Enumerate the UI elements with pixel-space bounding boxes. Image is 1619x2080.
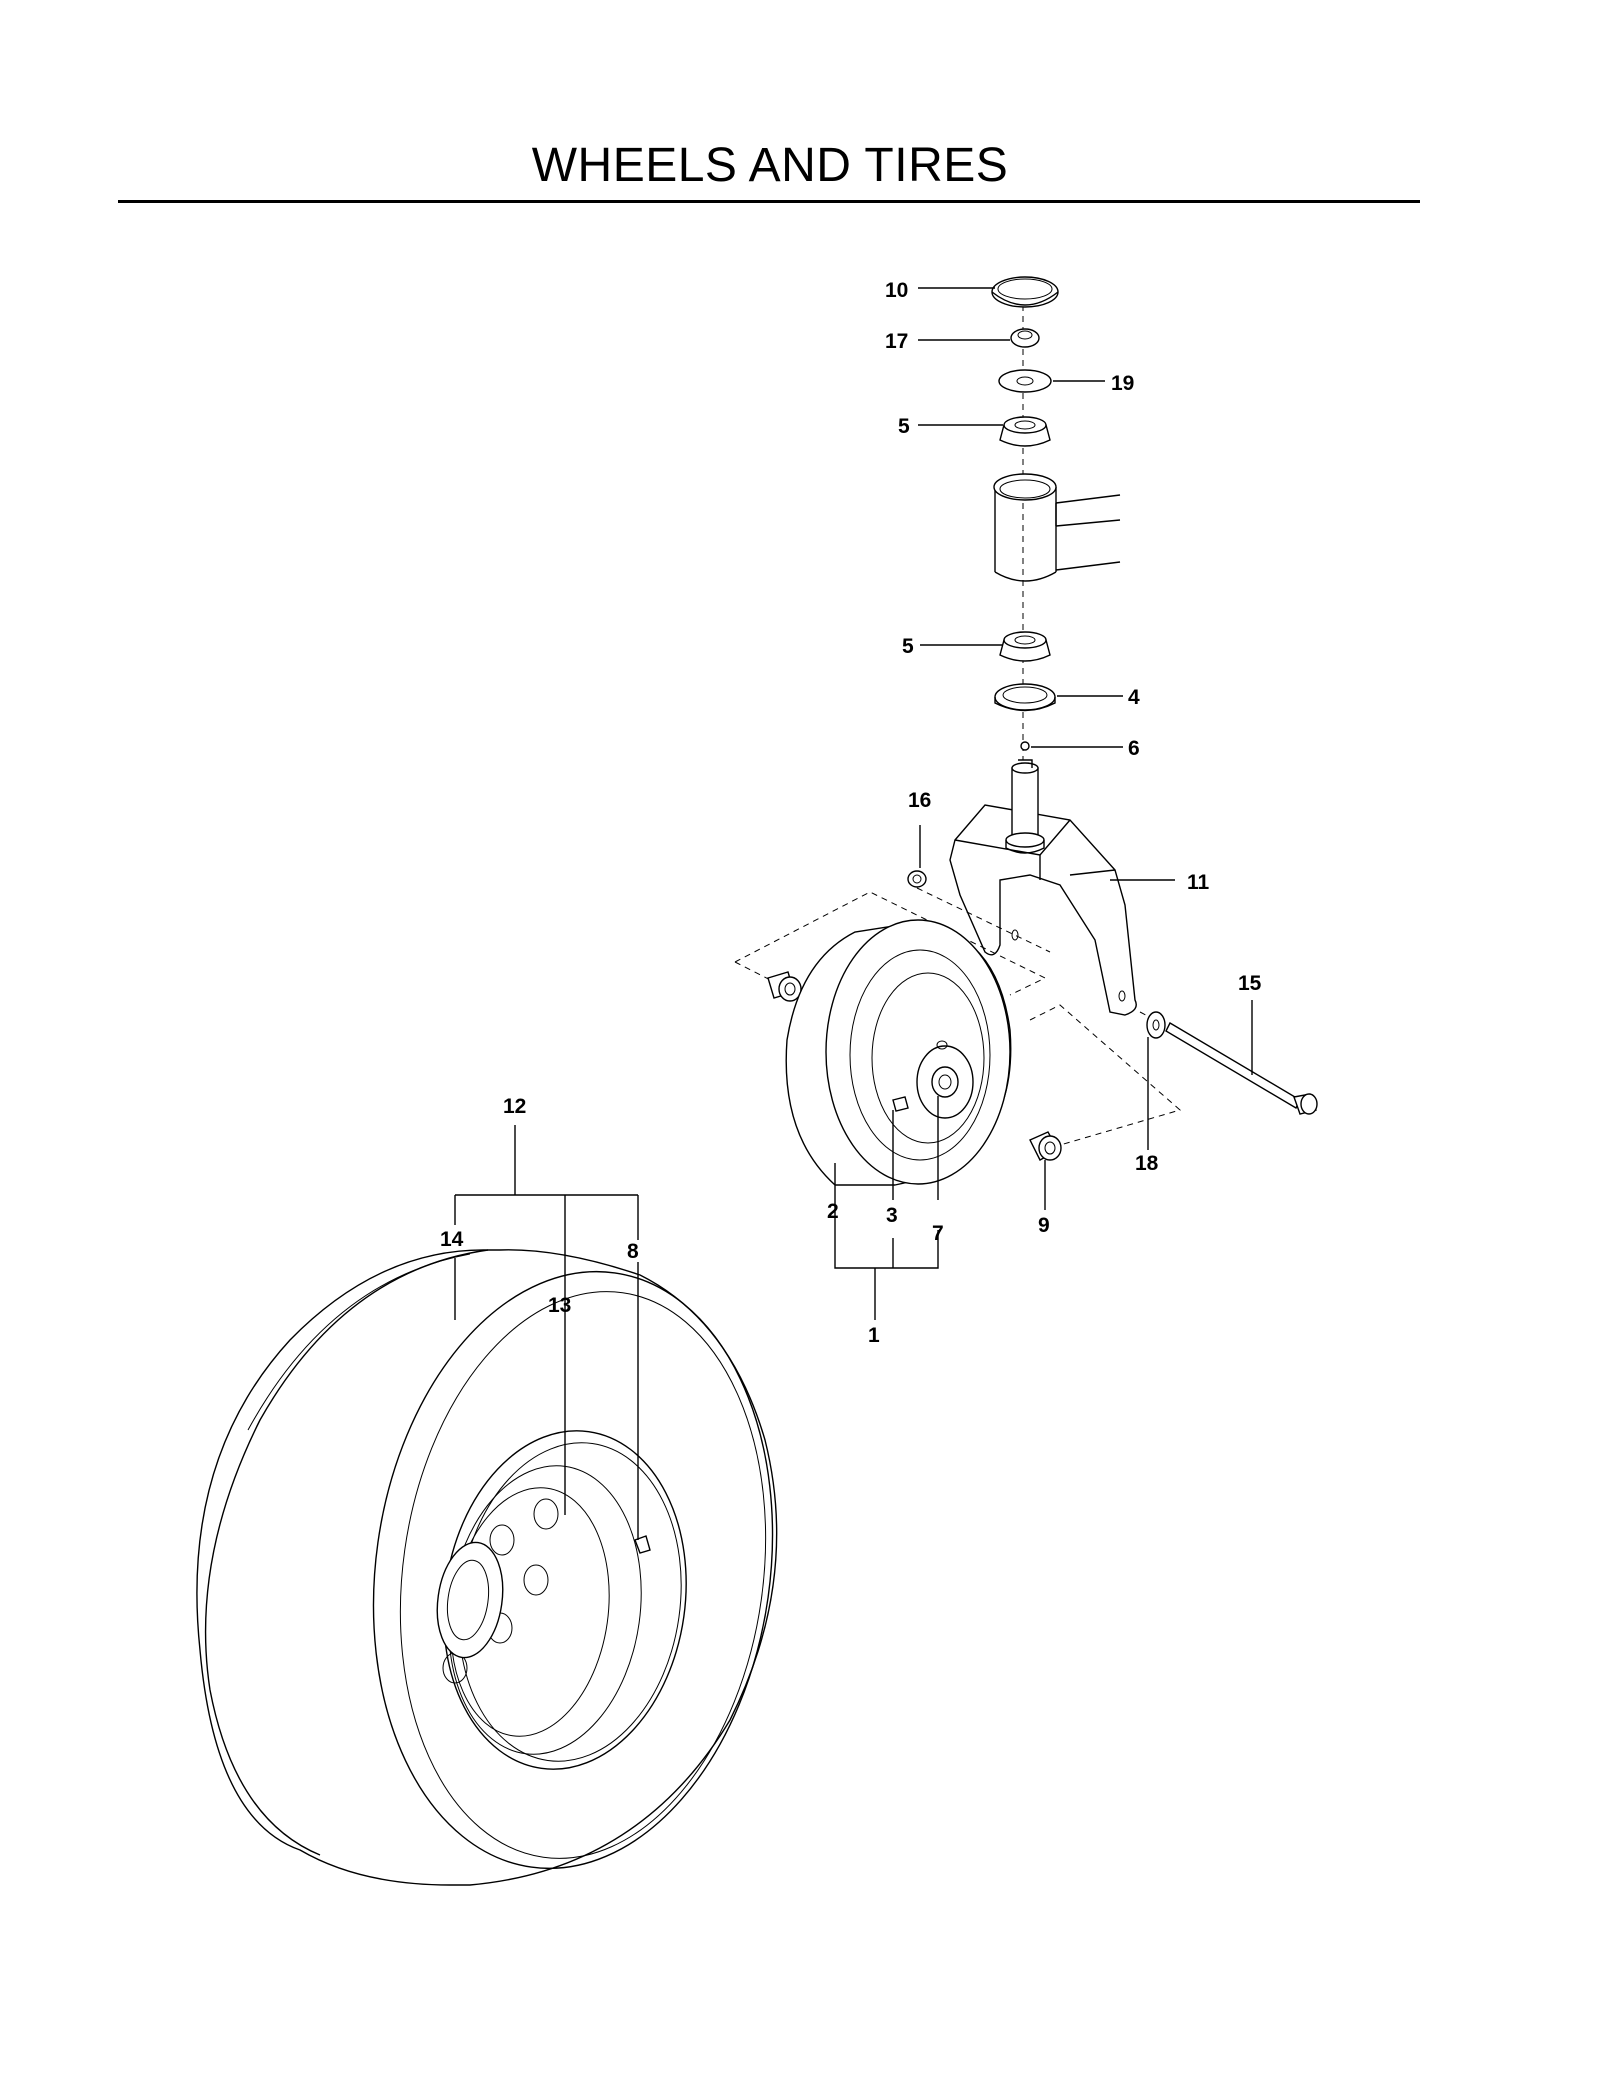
assembly-line-fork: [916, 887, 1051, 953]
callout-12: 12: [503, 1095, 526, 1118]
part-bolt: [1165, 1022, 1318, 1115]
callout-4: 4: [1128, 686, 1140, 709]
part-nut: [1010, 328, 1040, 348]
part-seal: [994, 683, 1056, 712]
callout-18: 18: [1135, 1152, 1159, 1175]
part-spacer-upper: [907, 870, 927, 888]
part-washer: [998, 369, 1052, 393]
caster-housing-tube: [993, 473, 1121, 582]
callout-16: 16: [908, 789, 931, 812]
callout-17: 17: [885, 330, 908, 353]
callout-3: 3: [886, 1204, 898, 1227]
drive-wheel-assembly: [196, 1249, 778, 1886]
part-bearing-upper: [999, 416, 1051, 447]
callout-14: 14: [440, 1228, 464, 1251]
part-spacer-right: [1029, 1131, 1062, 1161]
assembly-line-left: [734, 891, 1047, 996]
callout-9: 9: [1038, 1214, 1050, 1237]
part-washer-bolt: [1146, 1011, 1166, 1039]
callout-5-lower: 5: [902, 635, 914, 658]
callout-11: 11: [1187, 871, 1210, 894]
callout-8: 8: [627, 1240, 639, 1263]
part-spacer-left: [767, 971, 802, 1002]
part-dust-cap: [991, 276, 1059, 308]
part-grease-fitting: [1020, 741, 1030, 751]
callout-5-upper: 5: [898, 415, 910, 438]
callout-2: 2: [827, 1200, 839, 1223]
callout-13: 13: [548, 1294, 571, 1317]
caster-wheel-assembly: [785, 919, 1012, 1186]
callout-6: 6: [1128, 737, 1140, 760]
part-bearing-lower: [999, 631, 1051, 662]
callout-19: 19: [1111, 372, 1134, 395]
callout-10: 10: [885, 279, 908, 302]
callout-1: 1: [868, 1324, 880, 1347]
title-rule: [118, 200, 1420, 203]
part-caster-fork: [949, 759, 1137, 1016]
callout-7: 7: [932, 1222, 944, 1245]
page-title: WHEELS AND TIRES: [531, 139, 1009, 192]
assembly-line-right: [1029, 1004, 1182, 1149]
leader-lines: [454, 287, 1253, 1540]
callout-15: 15: [1238, 972, 1262, 995]
